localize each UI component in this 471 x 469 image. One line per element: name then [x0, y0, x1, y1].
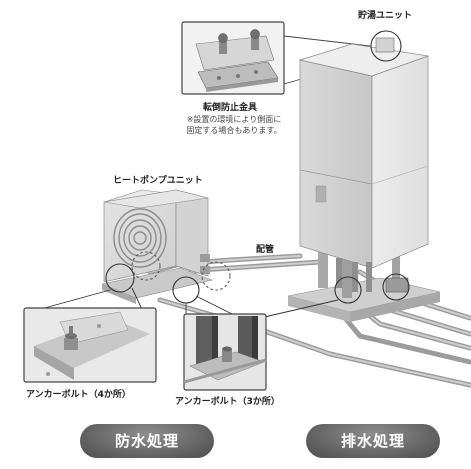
- drainage-button[interactable]: 排水処理: [306, 424, 440, 458]
- storage-tank-unit: [287, 37, 441, 322]
- storage-unit-label: 貯湯ユニット: [358, 11, 413, 21]
- bracket-inset: [181, 21, 375, 95]
- waterproofing-button[interactable]: 防水処理: [80, 424, 214, 458]
- anchor-bolt-3-label: アンカーボルト（3か所）: [175, 397, 280, 407]
- bracket-screws: [217, 29, 260, 80]
- heat-pump-unit-label: ヒートポンプユニット: [113, 176, 203, 186]
- bracket-note-line2: 固定する場合もあります。: [186, 126, 282, 135]
- fan-grille-icon: [113, 208, 167, 268]
- callout-markers: [105, 30, 410, 304]
- heat-pump-unit: [100, 189, 214, 304]
- bracket-note-line1: ※設置の環境により側面に: [186, 115, 282, 124]
- anchor-bolt-inset-left: [23, 307, 157, 383]
- piping-label: 配管: [256, 245, 275, 255]
- anchor-bolt-4-label: アンカーボルト（4か所）: [26, 390, 131, 400]
- anchor-bolt-inset-center: [183, 313, 267, 391]
- bracket-note: ※設置の環境により側面に 固定する場合もあります。: [168, 114, 300, 136]
- anti-tip-bracket-label: 転倒防止金具: [203, 103, 258, 113]
